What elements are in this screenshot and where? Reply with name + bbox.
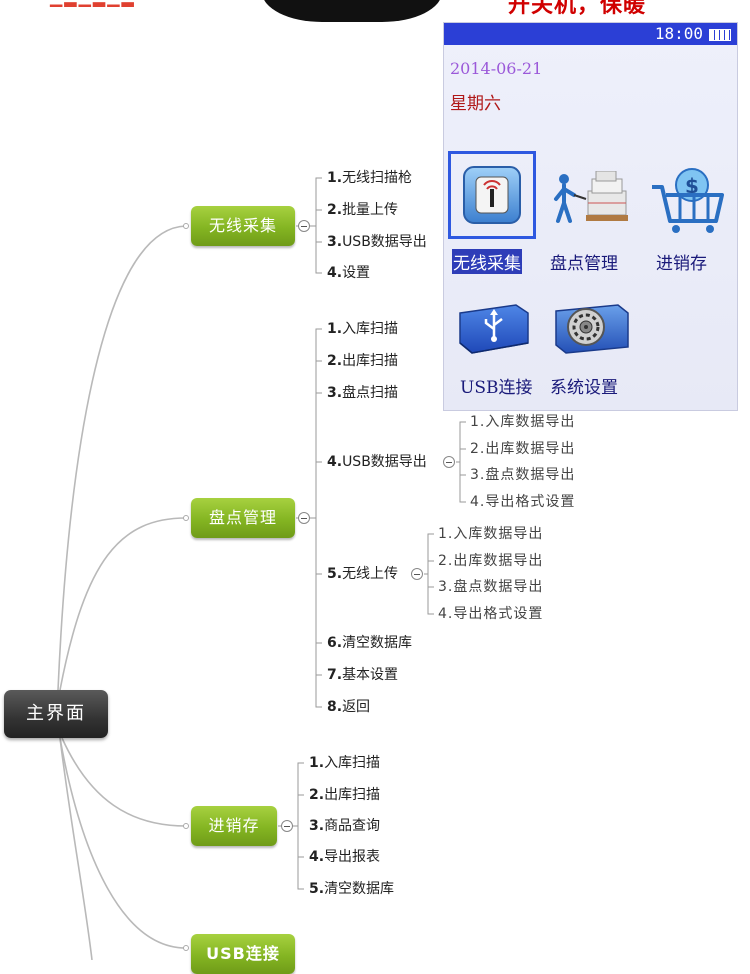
branch-item[interactable]: 7.基本设置 <box>327 667 399 683</box>
branch-item[interactable]: 1.入库扫描 <box>309 755 381 771</box>
sub-item[interactable]: 4.导出格式设置 <box>470 494 576 510</box>
connector-root-branch-3 <box>61 737 187 827</box>
screen-weekday: 星期六 <box>450 94 501 114</box>
device-photo-edge <box>262 0 442 22</box>
menu-label-usb[interactable]: USB连接 <box>460 378 533 398</box>
branch-item[interactable]: 2.出库扫描 <box>327 353 399 369</box>
device-screen: 18:00 2014-06-21 星期六 无线采集 <box>443 22 738 411</box>
branch-node-usb[interactable]: USB连接 <box>191 934 295 974</box>
branch-item[interactable]: 4.USB数据导出 <box>327 454 427 470</box>
branch-item[interactable]: 5.无线上传 <box>327 566 399 582</box>
selection-frame <box>448 151 536 239</box>
menu-label-wireless[interactable]: 无线采集 <box>452 249 522 274</box>
battery-icon <box>709 29 731 41</box>
branch-item[interactable]: 6.清空数据库 <box>327 635 413 651</box>
sub-item[interactable]: 3.盘点数据导出 <box>438 579 544 595</box>
branch-item[interactable]: 1.入库扫描 <box>327 321 399 337</box>
branch-item[interactable]: 3.商品查询 <box>309 818 381 834</box>
branch-node-wireless[interactable]: 无线采集 <box>191 206 295 246</box>
sub-item[interactable]: 2.出库数据导出 <box>438 553 544 569</box>
svg-text:$: $ <box>685 174 699 198</box>
connector-root-branch-4 <box>59 737 187 949</box>
branch-item[interactable]: 4.设置 <box>327 265 371 281</box>
branch-item[interactable]: 8.返回 <box>327 699 371 715</box>
sub-item[interactable]: 2.出库数据导出 <box>470 441 576 457</box>
status-bar: 18:00 <box>444 23 737 45</box>
branch-item[interactable]: 4.导出报表 <box>309 849 381 865</box>
sub-item[interactable]: 4.导出格式设置 <box>438 606 544 622</box>
status-time: 18:00 <box>654 24 703 43</box>
sub-item[interactable]: 3.盘点数据导出 <box>470 467 576 483</box>
inventory-worker-icon[interactable] <box>552 170 632 231</box>
connector-root-branch-2 <box>59 517 187 691</box>
screen-date: 2014-06-21 <box>450 59 543 78</box>
branch-item[interactable]: 2.批量上传 <box>327 202 399 218</box>
branch-item[interactable]: 1.无线扫描枪 <box>327 170 413 186</box>
collapse-toggle-usb-export[interactable] <box>443 456 455 468</box>
top-banner: ▁▂▁▂▁▂ <box>0 0 442 22</box>
banner-left-decoration: ▁▂▁▂▁▂ <box>50 0 136 7</box>
branch-item[interactable]: 3.盘点扫描 <box>327 385 399 401</box>
menu-label-stock[interactable]: 进销存 <box>656 254 707 274</box>
connector-root-tail <box>59 737 93 960</box>
wireless-signal-icon[interactable] <box>460 163 524 231</box>
branch-node-inventory[interactable]: 盘点管理 <box>191 498 295 538</box>
usb-drive-icon[interactable] <box>456 299 532 363</box>
connector-root-branch-1 <box>57 225 187 691</box>
collapse-toggle-inventory[interactable] <box>298 512 310 524</box>
collapse-toggle-wireless-upload[interactable] <box>411 568 423 580</box>
menu-label-settings[interactable]: 系统设置 <box>550 378 618 398</box>
branch-item[interactable]: 5.清空数据库 <box>309 881 395 897</box>
collapse-toggle-wireless[interactable] <box>298 220 310 232</box>
root-node-main[interactable]: 主界面 <box>4 690 108 738</box>
settings-gear-icon[interactable] <box>552 299 632 363</box>
branch-item[interactable]: 3.USB数据导出 <box>327 234 427 250</box>
collapse-toggle-stock[interactable] <box>281 820 293 832</box>
shopping-cart-dollar-icon[interactable]: $ <box>650 163 726 239</box>
branch-node-stock[interactable]: 进销存 <box>191 806 277 846</box>
sub-item[interactable]: 1.入库数据导出 <box>470 414 576 430</box>
banner-right-text: 开关机，保暖 <box>508 0 647 18</box>
menu-label-inventory[interactable]: 盘点管理 <box>550 254 618 274</box>
sub-item[interactable]: 1.入库数据导出 <box>438 526 544 542</box>
branch-item[interactable]: 2.出库扫描 <box>309 787 381 803</box>
